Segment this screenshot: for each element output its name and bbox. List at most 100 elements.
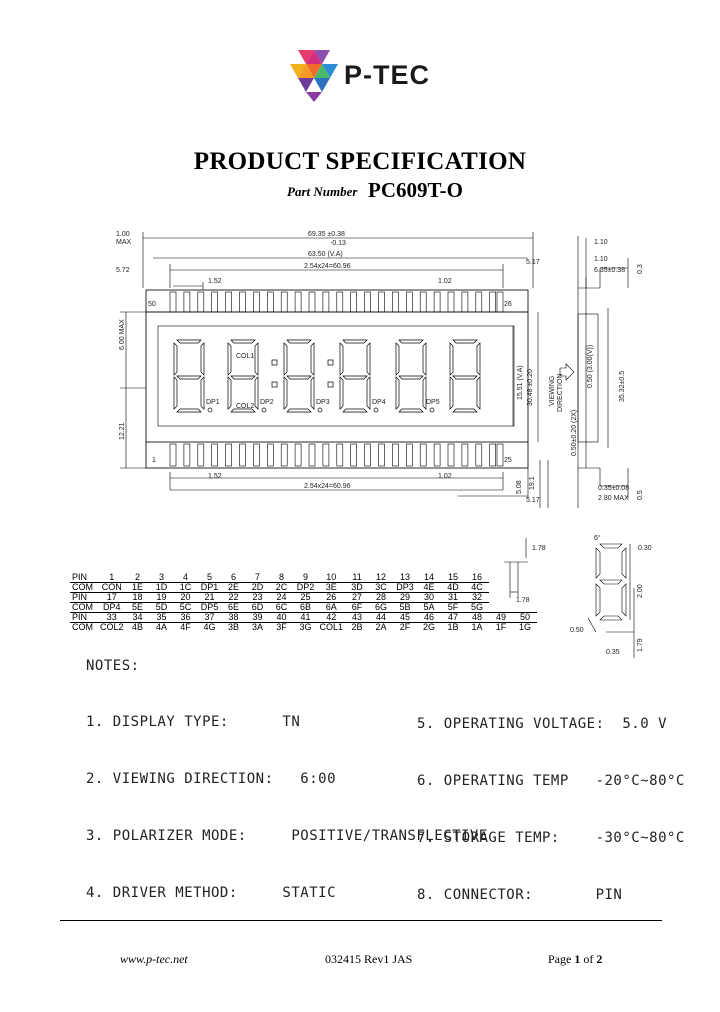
pin-table-cell: 27 bbox=[345, 592, 370, 603]
dim-height-6: 6.00 MAX bbox=[119, 319, 126, 350]
side-dim-3532: 35.32±0.5 bbox=[619, 371, 626, 402]
pin-table-cell: 35 bbox=[149, 612, 174, 623]
notes-title: NOTES: bbox=[86, 658, 140, 674]
dim-pitch-bottom: 2.54x24=60.96 bbox=[304, 483, 351, 490]
pin-table-row-label: PIN bbox=[70, 612, 98, 623]
pin-table-cell: 21 bbox=[197, 592, 222, 603]
dim-edge-right-top: 5.17 bbox=[526, 259, 540, 266]
bottom-pin-row bbox=[169, 443, 504, 467]
detail-050: 0.50 bbox=[570, 627, 584, 634]
footer-website-link[interactable]: www.p-tec.net bbox=[120, 952, 188, 966]
detail-179: 1.79 bbox=[637, 638, 644, 652]
seg-label-dp2: DP2 bbox=[260, 399, 274, 406]
pin-table-cell: 42 bbox=[317, 612, 346, 623]
pin-table-cell: DP4 bbox=[98, 602, 126, 613]
note-item: 3. POLARIZER MODE: POSITIVE/TRANSFLECTIV… bbox=[86, 828, 488, 844]
pin-table-cell: COL2 bbox=[98, 622, 126, 632]
pin-table-cell: 3 bbox=[159, 572, 165, 582]
pin-table-cell: 1A bbox=[465, 622, 490, 632]
pin-table-row-label: COM bbox=[70, 622, 98, 632]
side-dim-050b: 0.50±0.20 (2X) bbox=[571, 410, 578, 456]
pin-table-cell: 47 bbox=[441, 612, 466, 623]
pin-table-cell: 20 bbox=[173, 592, 198, 603]
pin-table-cell: 28 bbox=[369, 592, 394, 603]
pin-table-cell: 7 bbox=[255, 572, 261, 582]
pin-table-cell: 22 bbox=[221, 592, 246, 603]
direction-label: DIRECTION bbox=[557, 374, 564, 413]
side-dim-050: 0.50 (3.00(V)) bbox=[587, 345, 594, 388]
seg-label-dp3: DP3 bbox=[316, 399, 330, 406]
pin-table-cell: 29 bbox=[393, 592, 418, 603]
dim-pin-offset-bot: 1.52 bbox=[208, 473, 222, 480]
pin-table-cell: 2A bbox=[369, 622, 394, 632]
detail-035: 0.35 bbox=[606, 649, 620, 656]
viewing-label: VIEWING bbox=[549, 376, 556, 406]
note-item: 6. OPERATING TEMP -20°C~80°C bbox=[417, 773, 685, 789]
pin-table-cell: 4E bbox=[417, 582, 442, 593]
segment-detail-drawing: 1.78 1.78 6° 0.30 2.00 1.79 0.50 0.35 bbox=[504, 534, 652, 658]
pin-table-cell: 1F bbox=[489, 622, 514, 632]
pin-table-cell: 38 bbox=[221, 612, 246, 623]
pin-table-cell: 19 bbox=[149, 592, 174, 603]
pin-table-cell: 25 bbox=[293, 592, 318, 603]
pin-table-cell: 9 bbox=[303, 572, 309, 582]
lcd-dimension-drawing: 50 26 1 25 69.35 ±0.38 -0.13 63.50 (V.A)… bbox=[116, 231, 644, 508]
pin-table-cell: 4B bbox=[125, 622, 150, 632]
pin-table-cell: 2F bbox=[393, 622, 418, 632]
pin-table-cell: 5F bbox=[441, 602, 466, 613]
note-item: 5. OPERATING VOLTAGE: 5.0 V bbox=[417, 716, 668, 732]
pin-table-cell: 33 bbox=[98, 612, 126, 623]
dim-glass-height: 30.48 ±0.20 bbox=[527, 369, 534, 406]
pin-table-cell: 3B bbox=[221, 622, 246, 632]
dim-edge-right-bot: 5.17 bbox=[526, 497, 540, 504]
corner-label-26: 26 bbox=[504, 301, 512, 308]
seven-segment-digits bbox=[173, 339, 481, 413]
pin-table-row-label: COM bbox=[70, 602, 98, 613]
pin-table-cell: 2 bbox=[135, 572, 141, 582]
footer-page-number: Page 1 of 2 bbox=[548, 952, 603, 966]
pin-table-cell: 45 bbox=[393, 612, 418, 623]
pin-table-cell: 30 bbox=[417, 592, 442, 603]
brand-name: P-TEC bbox=[344, 60, 430, 90]
pin-table-cell: 6E bbox=[221, 602, 246, 613]
dim-height-12: 12.21 bbox=[119, 422, 126, 440]
pin-table-cell: 8 bbox=[279, 572, 285, 582]
pin-table-cell: 44 bbox=[369, 612, 394, 623]
pin-table-cell: 6G bbox=[369, 602, 394, 613]
p-tec-logo-icon bbox=[290, 50, 338, 102]
pin-table-cell: 11 bbox=[352, 572, 362, 582]
dim-overall-width: 69.35 ±0.38 bbox=[308, 231, 345, 238]
pin-table-cell: DP3 bbox=[393, 582, 418, 593]
pin-table-cell: 6 bbox=[231, 572, 237, 582]
detail-200: 2.00 bbox=[637, 584, 644, 598]
seg-label-col2: COL2 bbox=[236, 403, 254, 410]
notes-left-column: 1. DISPLAY TYPE: TN 2. VIEWING DIRECTION… bbox=[86, 675, 488, 922]
seg-label-dp1: DP1 bbox=[206, 399, 220, 406]
pin-table-cell: 5B bbox=[393, 602, 418, 613]
side-dim-280: 2.80 MAX bbox=[598, 495, 629, 502]
note-item: 2. VIEWING DIRECTION: 6:00 bbox=[86, 771, 337, 787]
detail-030: 0.30 bbox=[638, 545, 652, 552]
footer-divider bbox=[60, 920, 662, 921]
pin-table-cell: CON bbox=[98, 582, 126, 593]
pin-table-cell: 4C bbox=[465, 582, 490, 593]
pin-table-row-label: PIN bbox=[70, 592, 98, 603]
pin-table-cell: 6F bbox=[345, 602, 370, 613]
pin-table-cell: 41 bbox=[293, 612, 318, 623]
dim-edge-left: 5.72 bbox=[116, 267, 130, 274]
pin-table-cell: 14 bbox=[424, 572, 435, 582]
pin-table-cell: 34 bbox=[125, 612, 150, 623]
page-title: PRODUCT SPECIFICATION bbox=[193, 148, 527, 175]
pin-table-cell: 5D bbox=[149, 602, 174, 613]
pin-table-cell: 5G bbox=[465, 602, 490, 613]
pin-table-cell: 6A bbox=[317, 602, 346, 613]
pin-table-cell: 3F bbox=[269, 622, 294, 632]
side-dim-035: 0.35±0.08 bbox=[598, 485, 629, 492]
pin-table-cell: 4A bbox=[149, 622, 174, 632]
